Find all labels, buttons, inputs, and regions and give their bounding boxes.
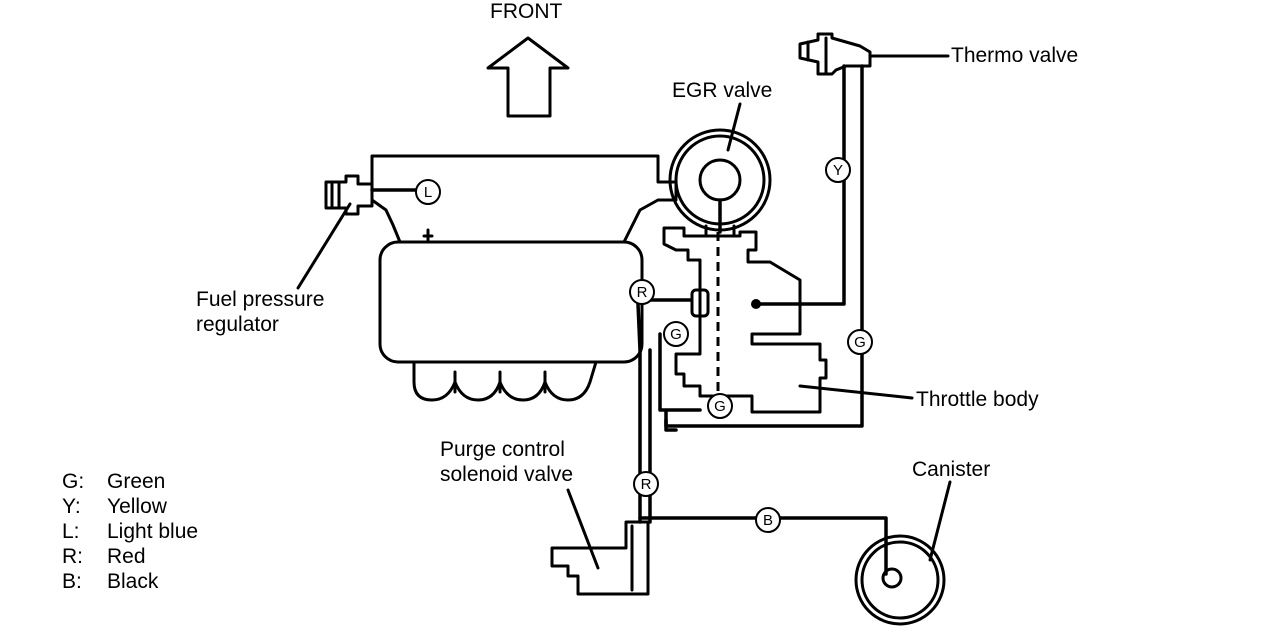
intake-manifold xyxy=(370,154,678,402)
canister-label: Canister xyxy=(912,458,990,481)
throttle-body xyxy=(662,226,828,414)
legend-code: L: xyxy=(62,520,80,543)
egr-valve-label: EGR valve xyxy=(672,79,772,102)
hose-badge-light-blue: L xyxy=(415,179,441,205)
front-label: FRONT xyxy=(490,0,562,23)
svg-text:B: B xyxy=(763,512,773,529)
hose-badge-red-lower: R xyxy=(633,471,659,497)
legend-code: B: xyxy=(62,570,82,593)
svg-text:R: R xyxy=(641,476,652,493)
svg-text:R: R xyxy=(637,284,648,301)
legend-name: Yellow xyxy=(107,495,168,518)
legend-name: Light blue xyxy=(107,520,198,543)
hose-badge-black: B xyxy=(755,507,781,533)
hose-badge-green-left: G xyxy=(663,321,689,347)
svg-text:L: L xyxy=(424,184,432,201)
hose-badge-yellow: Y xyxy=(825,157,851,183)
svg-text:G: G xyxy=(714,398,726,415)
legend-code: R: xyxy=(62,545,83,568)
legend-name: Green xyxy=(107,470,165,493)
front-arrow-icon xyxy=(486,36,570,118)
leader-lines xyxy=(296,102,952,570)
purge-control-solenoid-valve-label-line1: Purge control xyxy=(440,438,565,461)
svg-text:G: G xyxy=(670,326,682,343)
canister xyxy=(854,534,946,626)
thermo-valve xyxy=(798,32,950,76)
legend-name: Black xyxy=(107,570,159,593)
legend-code: Y: xyxy=(62,495,81,518)
color-legend: G: Green Y: Yellow L: Light blue R: Red … xyxy=(62,470,198,593)
throttle-body-label: Throttle body xyxy=(916,388,1039,411)
hose-badge-green-right: G xyxy=(847,329,873,355)
fuel-pressure-regulator-label-line1: Fuel pressure xyxy=(196,288,324,311)
purge-control-solenoid-valve-label-line2: solenoid valve xyxy=(440,463,573,486)
fuel-pressure-regulator-label-line2: regulator xyxy=(196,313,279,336)
vacuum-hoses xyxy=(636,64,888,576)
hose-badge-green-lower: G xyxy=(707,393,733,419)
svg-text:Y: Y xyxy=(833,162,843,179)
hose-badge-red-upper: R xyxy=(629,279,655,305)
legend-name: Red xyxy=(107,545,146,568)
purge-control-solenoid-valve xyxy=(550,520,650,596)
svg-text:G: G xyxy=(854,334,866,351)
thermo-valve-label: Thermo valve xyxy=(951,44,1078,67)
legend-code: G: xyxy=(62,470,84,493)
